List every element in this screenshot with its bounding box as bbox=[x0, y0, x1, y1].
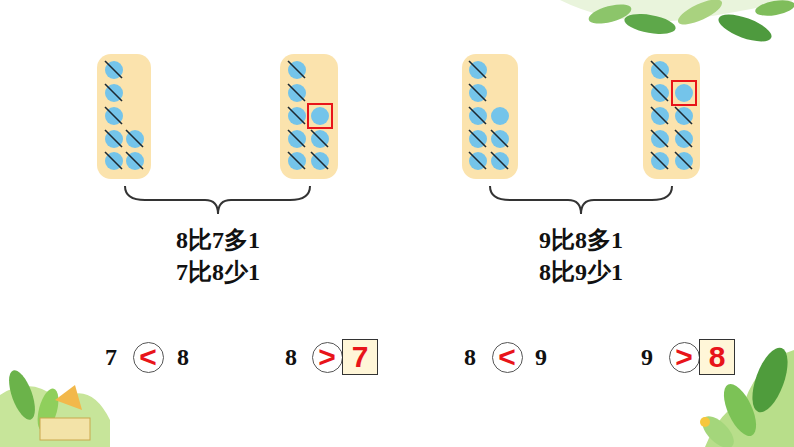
cross-out-slash bbox=[651, 84, 668, 101]
counter-dot bbox=[675, 84, 693, 102]
cross-out-slash bbox=[491, 130, 508, 147]
cross-out-slash bbox=[311, 152, 328, 169]
counter-dot bbox=[126, 130, 144, 148]
number: 8 bbox=[285, 345, 297, 369]
highlight-square bbox=[672, 81, 696, 105]
cross-out-slash bbox=[288, 130, 305, 147]
counter-dot bbox=[288, 107, 306, 125]
counter-dot bbox=[311, 130, 329, 148]
cross-out-slash bbox=[675, 107, 692, 124]
counter-dot bbox=[469, 107, 487, 125]
cross-out-slash bbox=[126, 130, 143, 147]
number: 7 bbox=[105, 345, 117, 369]
cross-out-slash bbox=[288, 61, 305, 78]
node-text: < bbox=[139, 342, 157, 372]
counter-dot bbox=[651, 84, 669, 102]
comparison-sentence: 8比7多1 bbox=[176, 228, 260, 252]
counter-dot bbox=[469, 61, 487, 79]
cross-out-slash bbox=[105, 152, 122, 169]
counter-tray bbox=[280, 54, 338, 179]
cross-out-slash bbox=[288, 107, 305, 124]
cross-out-slash bbox=[469, 152, 486, 169]
number: 9 bbox=[641, 345, 653, 369]
counter-dot bbox=[469, 84, 487, 102]
cross-out-slash bbox=[469, 84, 486, 101]
counter-dot bbox=[288, 61, 306, 79]
counter-dot bbox=[651, 107, 669, 125]
brace bbox=[490, 186, 672, 214]
counter-tray bbox=[97, 54, 151, 179]
counter-dot bbox=[675, 130, 693, 148]
cross-out-slash bbox=[651, 130, 668, 147]
counter-dot bbox=[651, 152, 669, 170]
number: 8 bbox=[464, 345, 476, 369]
answer-box: 7 bbox=[342, 339, 378, 375]
cross-out-slash bbox=[675, 152, 692, 169]
counter-dot bbox=[675, 152, 693, 170]
number: 9 bbox=[535, 345, 547, 369]
comparison-sentence: 7比8少1 bbox=[176, 260, 260, 284]
counter-dot bbox=[311, 152, 329, 170]
counter-dot bbox=[105, 84, 123, 102]
counter-dot bbox=[105, 152, 123, 170]
counter-dot bbox=[651, 130, 669, 148]
sign-circle: < bbox=[492, 342, 523, 373]
node-text: > bbox=[675, 342, 693, 372]
answer-box: 8 bbox=[699, 339, 735, 375]
cross-out-slash bbox=[491, 152, 508, 169]
counter-dot bbox=[288, 130, 306, 148]
cross-out-slash bbox=[126, 152, 143, 169]
comparison-sentence: 8比9少1 bbox=[539, 260, 623, 284]
number: 8 bbox=[177, 345, 189, 369]
cross-out-slash bbox=[469, 61, 486, 78]
sign-circle: < bbox=[133, 342, 164, 373]
cross-out-slash bbox=[675, 130, 692, 147]
sign-circle: > bbox=[312, 342, 343, 373]
counter-tray bbox=[643, 54, 700, 179]
counter-dot bbox=[675, 107, 693, 125]
counter-dot bbox=[469, 130, 487, 148]
cross-out-slash bbox=[469, 130, 486, 147]
cross-out-slash bbox=[469, 107, 486, 124]
node-text: 8 bbox=[709, 342, 726, 372]
cross-out-slash bbox=[105, 107, 122, 124]
cross-out-slash bbox=[651, 107, 668, 124]
node-text: > bbox=[318, 342, 336, 372]
counter-dot bbox=[288, 152, 306, 170]
counter-dot bbox=[105, 107, 123, 125]
cross-out-slash bbox=[105, 61, 122, 78]
cross-out-slash bbox=[651, 61, 668, 78]
cross-out-slash bbox=[651, 152, 668, 169]
comparison-sentence: 9比8多1 bbox=[539, 228, 623, 252]
counter-tray bbox=[462, 54, 518, 179]
counter-dot bbox=[469, 152, 487, 170]
counter-dot bbox=[491, 107, 509, 125]
node-text: 7 bbox=[352, 342, 369, 372]
counter-dot bbox=[105, 130, 123, 148]
counter-dot bbox=[651, 61, 669, 79]
cross-out-slash bbox=[288, 152, 305, 169]
cross-out-slash bbox=[105, 84, 122, 101]
sign-circle: > bbox=[669, 342, 700, 373]
counter-dot bbox=[288, 84, 306, 102]
cross-out-slash bbox=[105, 130, 122, 147]
highlight-square bbox=[308, 104, 332, 128]
counter-dot bbox=[311, 107, 329, 125]
counter-dot bbox=[491, 130, 509, 148]
brace bbox=[125, 186, 310, 214]
counter-dot bbox=[491, 152, 509, 170]
cross-out-slash bbox=[288, 84, 305, 101]
counter-dot bbox=[105, 61, 123, 79]
counter-dot bbox=[126, 152, 144, 170]
node-text: < bbox=[498, 342, 516, 372]
cross-out-slash bbox=[311, 130, 328, 147]
